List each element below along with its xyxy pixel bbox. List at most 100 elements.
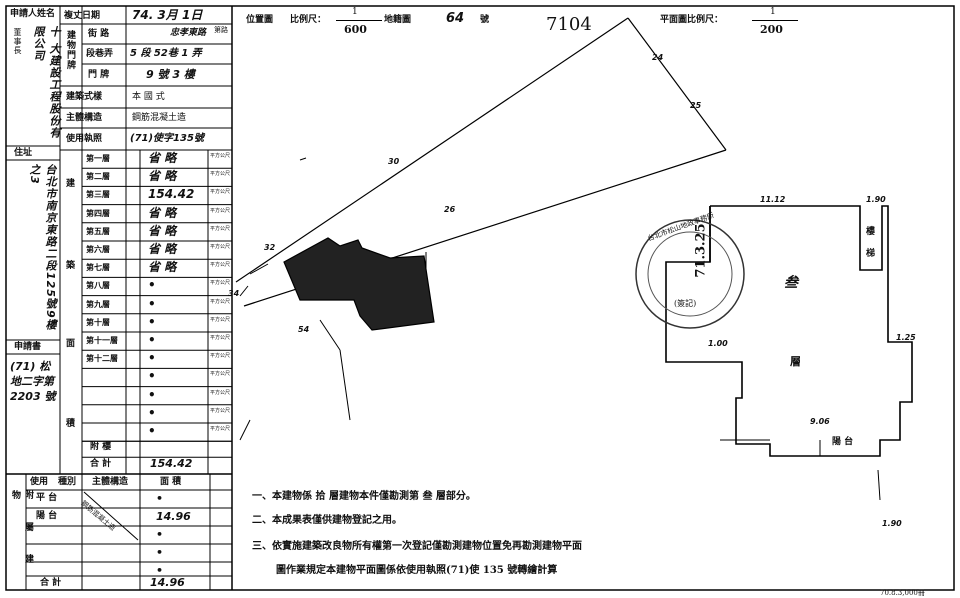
floor-area-unit: 平方公尺 bbox=[210, 207, 231, 214]
plan-stair-1: 樓 bbox=[866, 227, 876, 237]
floor-area-value: 省 略 bbox=[148, 223, 177, 238]
balcony-label: 陽 台 bbox=[832, 437, 854, 447]
seal-date: 71.3.25 bbox=[693, 223, 709, 278]
number-value: 9 號 3 樓 bbox=[146, 68, 195, 81]
lot-dim-1: 30 bbox=[388, 157, 400, 166]
floor-area-value: • bbox=[148, 387, 156, 402]
position-map-label: 位置圖 bbox=[246, 15, 274, 25]
floor-area-value: 省 略 bbox=[148, 169, 177, 184]
floor-area-unit: 平方公尺 bbox=[210, 389, 231, 396]
total-value: 154.42 bbox=[150, 457, 193, 470]
sheet-number: 64 bbox=[446, 11, 465, 26]
floor-area-value: • bbox=[148, 369, 156, 384]
annex-total-label: 合 計 bbox=[40, 578, 62, 588]
annex-header-area: 面 積 bbox=[160, 477, 182, 487]
note-line-1: 一、本建物係 拾 層建物本件僅勘測第 叁 層部分。 bbox=[252, 491, 476, 502]
floor-label: 第二層 bbox=[86, 171, 110, 182]
total-label: 合 計 bbox=[90, 459, 112, 469]
note-line-2: 二、本成果表僅供建物登記之用。 bbox=[252, 515, 402, 526]
seal-center: (簽記) bbox=[674, 299, 697, 308]
floor-area-unit: 平方公尺 bbox=[210, 316, 231, 323]
annex-area: • bbox=[156, 492, 164, 505]
survey-date-label: 複丈日期 bbox=[64, 11, 101, 21]
annex-use: 陽 台 bbox=[36, 511, 58, 521]
lane-label: 段巷弄 bbox=[86, 49, 114, 59]
annex-row-label: 附 樓 bbox=[90, 442, 112, 452]
applicant-sub: 董事長 bbox=[13, 28, 22, 55]
floor-label: 第八層 bbox=[86, 280, 110, 291]
floor-area-unit: 平方公尺 bbox=[210, 171, 231, 178]
floor-label: 第十二層 bbox=[86, 353, 118, 364]
floor-area-value: • bbox=[148, 333, 156, 347]
plan-scale-denominator: 200 bbox=[760, 23, 783, 36]
lot-number: 7104 bbox=[546, 14, 592, 35]
annex-area: • bbox=[156, 564, 164, 577]
address-label: 住址 bbox=[14, 148, 33, 158]
building-plate-label: 建物門牌 bbox=[65, 30, 75, 70]
floor-area-value: 省 略 bbox=[148, 260, 177, 275]
floor-area-unit: 平方公尺 bbox=[210, 225, 231, 232]
style-value: 本 國 式 bbox=[132, 92, 165, 102]
area-side-char-2: 築 bbox=[66, 261, 76, 271]
lot-dim-5: 34 bbox=[228, 289, 240, 298]
plan-dim-6: 1.00 bbox=[708, 339, 728, 348]
lot-dim-2: 26 bbox=[444, 205, 456, 214]
applicant-doc-label: 申請書 bbox=[14, 342, 42, 352]
scale-label: 比例尺： bbox=[290, 15, 327, 25]
structure-value: 鋼筋混凝土造 bbox=[132, 113, 187, 123]
annex-header-floor: 種別 bbox=[58, 477, 77, 487]
plan-scale-numerator: 1 bbox=[770, 7, 776, 17]
plan-scale-label: 平面圖比例尺： bbox=[660, 15, 724, 25]
structure-label: 主體構造 bbox=[66, 113, 103, 123]
annex-area: 14.96 bbox=[156, 510, 191, 523]
annex-use: 平 台 bbox=[36, 493, 58, 503]
floor-label: 第一層 bbox=[86, 153, 110, 163]
plan-dim-3: 1.25 bbox=[896, 333, 916, 342]
plan-dim-5: 1.90 bbox=[882, 519, 902, 528]
footer-print-info: 70.8.3,000冊 bbox=[880, 589, 925, 597]
floor-area-value: • bbox=[148, 314, 156, 329]
plan-dim-1: 11.12 bbox=[760, 195, 786, 204]
floor-area-value: 省 略 bbox=[148, 151, 177, 165]
sheet-suffix: 號 bbox=[480, 15, 490, 25]
plan-floor-char: 叁 bbox=[784, 275, 798, 291]
street-suffix: 第路 bbox=[214, 26, 228, 34]
survey-date-value: 74. 3月 1日 bbox=[132, 8, 203, 22]
floor-area-value: 省 略 bbox=[148, 242, 177, 256]
number-label: 門 牌 bbox=[88, 70, 110, 80]
floor-area-unit: 平方公尺 bbox=[210, 153, 231, 159]
scale-numerator: 1 bbox=[352, 7, 358, 17]
floor-area-value: • bbox=[148, 424, 156, 438]
floor-area-value: • bbox=[148, 405, 156, 420]
street-label: 街 路 bbox=[88, 29, 110, 39]
plan-dim-4: 9.06 bbox=[810, 417, 830, 426]
floor-area-value: • bbox=[148, 351, 156, 366]
area-side-char-3: 面 bbox=[66, 339, 76, 349]
lane-value: 5 段 52巷 1 弄 bbox=[130, 48, 202, 59]
annex-area: • bbox=[156, 546, 164, 559]
area-side-char-4: 積 bbox=[66, 419, 76, 429]
scale-fraction-bar bbox=[336, 20, 382, 21]
annex-area: • bbox=[156, 528, 164, 541]
annex-header-use: 使用 bbox=[30, 477, 49, 487]
applicant-doc-value: (71) 松地二字第 2203 號 bbox=[10, 360, 56, 403]
floor-area-unit: 平方公尺 bbox=[210, 407, 231, 414]
applicant-label: 申請人姓名 bbox=[10, 9, 56, 19]
floor-area-unit: 平方公尺 bbox=[210, 426, 231, 432]
lot-dim-7: 25 bbox=[690, 101, 702, 110]
floor-label: 第五層 bbox=[86, 225, 110, 236]
floor-label: 第三層 bbox=[86, 189, 110, 200]
floor-area-unit: 平方公尺 bbox=[210, 244, 231, 250]
floor-area-unit: 平方公尺 bbox=[210, 298, 231, 305]
plan-layer-char: 層 bbox=[790, 355, 801, 368]
floor-area-value: 154.42 bbox=[148, 187, 195, 202]
floor-label: 第六層 bbox=[86, 244, 110, 254]
area-side-char-1: 建 bbox=[66, 179, 76, 189]
note-line-3: 三、依實施建築改良物所有權第一次登記僅勘測建物位置免再勘測建物平面 bbox=[252, 541, 582, 552]
floor-area-value: • bbox=[148, 296, 156, 311]
floor-label: 第九層 bbox=[86, 298, 110, 309]
floor-label: 第四層 bbox=[86, 207, 110, 218]
floor-label: 第十層 bbox=[86, 316, 110, 327]
plan-dim-2: 1.90 bbox=[866, 195, 886, 204]
